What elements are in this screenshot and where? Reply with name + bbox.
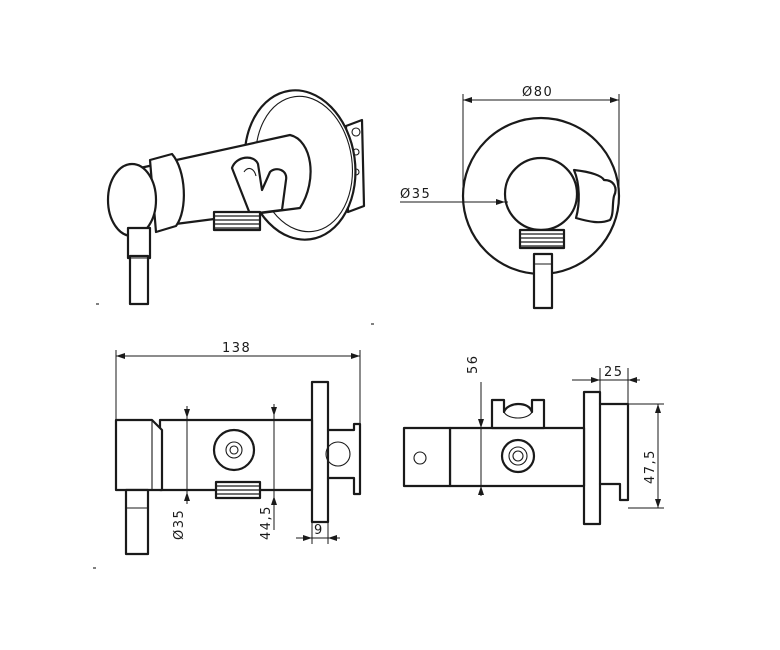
dim-overall-length: 138 — [222, 341, 251, 356]
dim-outlet-offset: 44,5 — [259, 505, 274, 540]
front-dimensions: Ø80 Ø35 — [400, 85, 620, 205]
dim-body-diameter-side: Ø35 — [172, 509, 187, 540]
top-view — [402, 390, 630, 526]
dim-wall-height: 47,5 — [643, 449, 658, 484]
dim-holder-width: 56 — [466, 354, 481, 374]
dim-flange-thickness: 9 — [314, 523, 324, 538]
dim-body-diameter-front: Ø35 — [400, 187, 431, 202]
dim-flange-diameter: Ø80 — [522, 85, 553, 100]
side-view — [114, 380, 362, 556]
perspective-view — [106, 89, 366, 306]
top-dimensions: 56 25 47,5 — [466, 354, 664, 509]
dim-wall-depth: 25 — [604, 365, 624, 380]
side-dimensions: 138 Ø35 44,5 9 — [115, 341, 361, 544]
front-view — [461, 116, 621, 310]
